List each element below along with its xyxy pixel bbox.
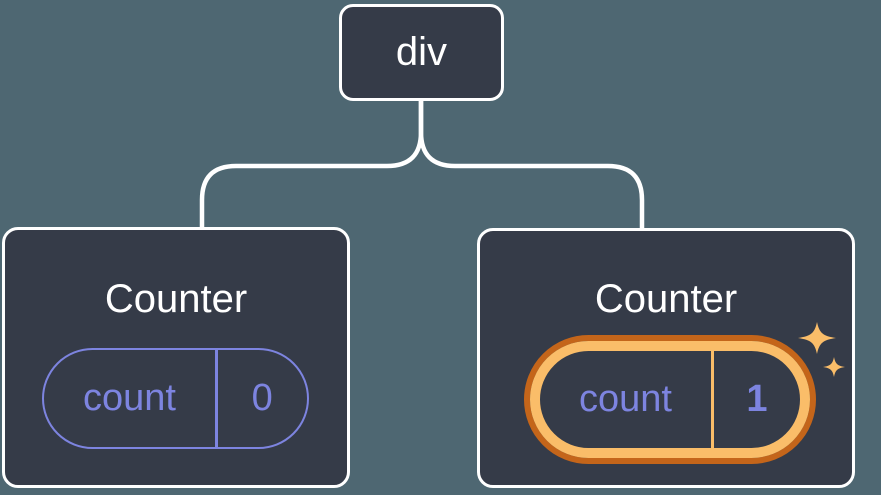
state-value: 0 [251, 377, 273, 419]
root-node-div: div [339, 4, 504, 101]
connector-left-branch [199, 100, 424, 229]
state-pill-highlight-ring: count 1 [524, 335, 816, 464]
state-key-label: count [579, 378, 672, 420]
state-value: 1 [746, 378, 768, 420]
state-pill-count-0: count 0 [42, 348, 309, 449]
counter-title: Counter [104, 277, 248, 321]
state-key-label: count [83, 377, 176, 419]
root-node-label: div [395, 30, 448, 74]
counter-title: Counter [594, 277, 738, 321]
pill-divider [711, 351, 714, 448]
pill-divider [215, 350, 218, 447]
state-pill-count-1: count 1 [530, 341, 810, 458]
counter-card-right: Counter count 1 [477, 228, 855, 488]
connector-right-branch [418, 100, 645, 229]
counter-card-left: Counter count 0 [2, 227, 350, 488]
